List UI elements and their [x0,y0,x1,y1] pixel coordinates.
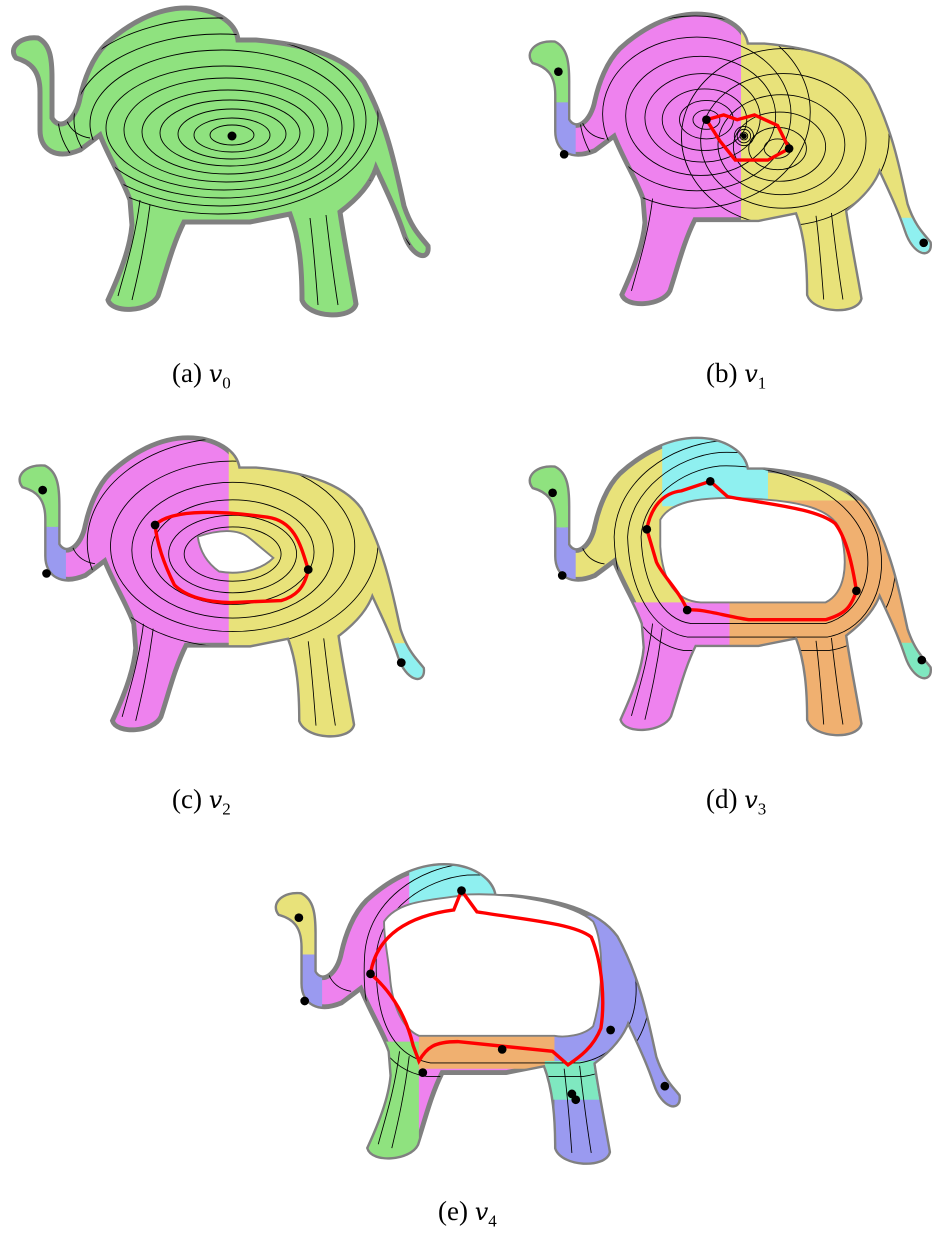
critical-point [702,115,711,124]
panel-c [6,430,436,745]
critical-point [228,132,237,141]
caption-subscript: 4 [488,1211,497,1230]
critical-point [741,133,747,139]
critical-point [606,1026,615,1035]
critical-point [38,486,47,495]
caption-label: (d) [706,784,737,814]
region-blue [264,954,322,1012]
region-cyan [392,643,440,701]
region-cyan [899,218,941,276]
critical-point [785,144,794,153]
caption-b: (b) v1 [706,358,766,393]
critical-point [294,913,303,922]
elephant-body [13,8,428,315]
caption-label: (b) [706,358,737,388]
critical-point [300,997,309,1006]
caption-label: (c) [172,784,202,814]
panel-d-diagram [518,430,941,745]
critical-point [642,525,651,534]
region-teal [899,643,941,701]
critical-point [917,656,926,665]
critical-point [397,658,406,667]
critical-point [548,488,557,497]
panel-b [518,0,941,325]
caption-label: (e) [438,1196,468,1226]
panel-a [0,0,440,325]
region-magenta [614,602,729,746]
caption-variable: v [209,360,223,388]
caption-subscript: 3 [758,799,767,818]
critical-point [919,238,928,247]
critical-point [418,1068,427,1077]
critical-point [554,67,563,76]
caption-variable: v [744,786,758,814]
caption-subscript: 2 [222,799,231,818]
panel-e-diagram [264,855,690,1175]
critical-point [706,477,715,486]
panel-c-diagram [6,430,436,745]
caption-label: (a) [172,358,202,388]
critical-point [560,150,569,159]
critical-point [498,1045,507,1054]
critical-point [151,521,160,530]
panel-b-diagram [518,0,941,325]
caption-a: (a) v0 [172,358,231,393]
critical-point [304,565,313,574]
panel-a-diagram [0,0,440,325]
region-blue [8,527,66,585]
critical-point [660,1082,669,1091]
critical-point [683,606,692,615]
caption-variable: v [744,360,758,388]
caption-subscript: 1 [758,373,767,392]
panel-e [264,855,690,1175]
critical-point [558,571,567,580]
region-yellow [741,6,941,323]
critical-point [852,587,861,596]
critical-point [366,969,375,978]
caption-c: (c) v2 [172,784,231,819]
critical-point [457,886,466,895]
region-blue [518,527,576,585]
caption-e: (e) v4 [438,1196,497,1231]
caption-variable: v [475,1198,489,1226]
caption-d: (d) v3 [706,784,766,819]
panel-d [518,430,941,745]
critical-point [42,569,51,578]
critical-point [571,1095,580,1104]
caption-subscript: 0 [222,373,231,392]
caption-variable: v [209,786,223,814]
region-yellow [229,430,436,750]
